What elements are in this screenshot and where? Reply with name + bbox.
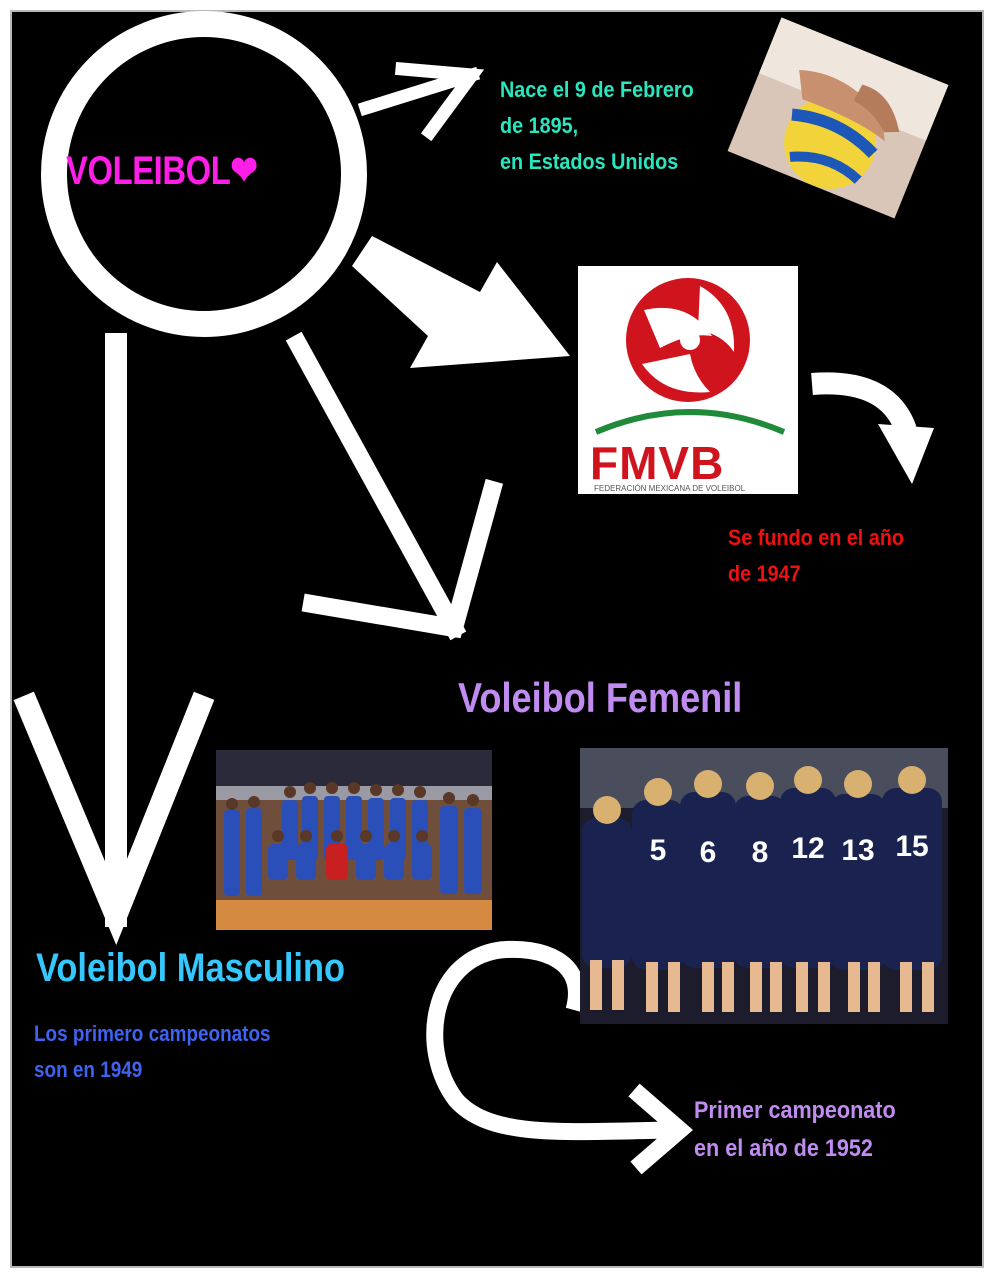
- jersey-number: 8: [752, 836, 769, 869]
- arrow-to-femenil: [285, 331, 504, 641]
- fmvb-logo: [578, 266, 798, 494]
- arrow-to-fmvb: [352, 236, 570, 368]
- femenil-champ-text: Primer campeonato en el año de 1952: [694, 1097, 896, 1162]
- femenil-heading: Voleibol Femenil: [458, 674, 743, 721]
- arrow-to-masculino: [13, 333, 215, 946]
- arrow-loop-femenil-champ: [426, 940, 693, 1175]
- page-frame: [10, 10, 984, 1268]
- fmvb-founded-text: Se fundo en el año de 1947: [728, 525, 905, 586]
- arrow-to-birth: [357, 61, 485, 142]
- jersey-number: 5: [650, 834, 667, 867]
- mens-team-photo: [216, 750, 492, 930]
- masculino-champ-text: Los primero campeonatos son en 1949: [34, 1021, 271, 1082]
- jersey-number: 15: [895, 830, 928, 863]
- main-circle: [41, 11, 367, 337]
- jersey-number: 6: [700, 836, 717, 869]
- volleyball-hands-photo: [727, 17, 949, 219]
- masculino-heading: Voleibol Masculino: [36, 946, 345, 990]
- fmvb-acronym: FMVB: [590, 437, 725, 489]
- birth-text: Nace el 9 de Febrero de 1895, en Estados…: [500, 77, 694, 174]
- jersey-number: 13: [841, 834, 874, 867]
- arrow-to-founded: [811, 372, 934, 484]
- fmvb-subtitle: FEDERACIÓN MEXICANA DE VOLEIBOL: [594, 484, 746, 493]
- main-title: VOLEIBOL❤: [66, 149, 258, 193]
- jersey-number: 12: [791, 832, 824, 865]
